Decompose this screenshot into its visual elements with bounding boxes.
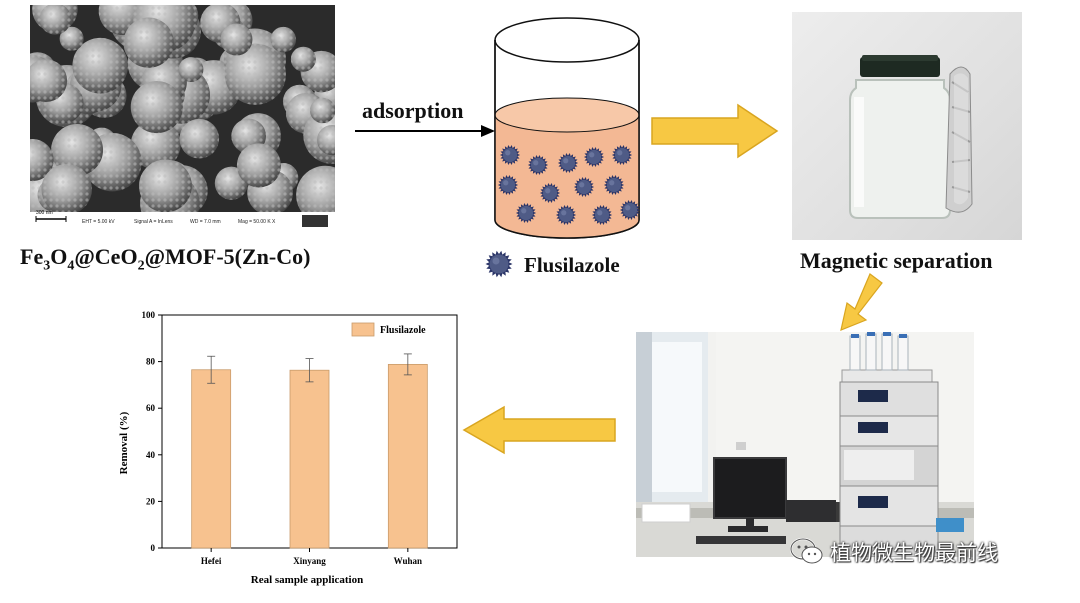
sem-particle xyxy=(130,80,183,134)
sem-particle xyxy=(179,118,220,159)
flusilazole-particle xyxy=(485,250,513,278)
arrow-right-to-separation xyxy=(651,103,779,159)
flusilazole-particle xyxy=(619,200,641,220)
flusilazole-legend-label: Flusilazole xyxy=(524,253,620,277)
sem-particle xyxy=(51,123,104,176)
sem-logo xyxy=(302,215,328,227)
beaker xyxy=(494,17,641,239)
sem-particle xyxy=(236,143,281,188)
chart-legend-label: Flusilazole xyxy=(380,325,426,336)
chart-x-axis-label: Real sample application xyxy=(251,574,363,586)
sem-image: 300 nm EHT = 5.00 kV Signal A = InLens W… xyxy=(30,5,335,235)
flusilazole-particle xyxy=(539,183,561,203)
sem-particle xyxy=(138,159,192,213)
flusilazole-legend-particle xyxy=(485,250,513,278)
watermark-text: 植物微生物最前线 xyxy=(830,541,998,565)
sem-particle xyxy=(130,119,181,170)
sem-particle xyxy=(178,57,204,82)
sem-particle xyxy=(30,59,68,102)
sem-particle xyxy=(309,97,335,124)
sem-particle xyxy=(39,5,72,35)
sem-info-mag: Mag = 50.00 K X xyxy=(238,219,276,225)
sem-particle xyxy=(290,46,316,72)
flusilazole-particle xyxy=(557,153,579,173)
flusilazole-particle xyxy=(603,175,625,195)
hplc-instrument-photo xyxy=(636,332,974,557)
arrow-down-to-hplc xyxy=(840,273,883,331)
chart-y-tick-label: 0 xyxy=(151,543,156,553)
flusilazole-particle xyxy=(497,175,519,195)
sem-particle xyxy=(59,26,84,51)
sem-particle xyxy=(41,164,92,215)
chart-y-tick-label: 60 xyxy=(146,403,156,413)
arrow-left-to-chart xyxy=(462,405,616,455)
flusilazole-particle xyxy=(573,177,595,197)
chart-bar xyxy=(387,363,428,549)
sem-particle xyxy=(270,26,297,53)
chart-x-tick-label: Xinyang xyxy=(293,556,326,566)
chart-legend: Flusilazole xyxy=(351,322,426,337)
sem-particle xyxy=(72,37,129,94)
flusilazole-particle xyxy=(611,145,633,165)
magnetic-separation-photo xyxy=(792,12,1022,240)
chart-y-axis-label: Removal (%) xyxy=(118,411,130,474)
flusilazole-particle xyxy=(515,203,537,223)
sem-caption: Fe3O4@CeO2@MOF-5(Zn-Co) xyxy=(20,244,311,274)
sem-particle xyxy=(123,17,174,68)
sem-scalebar-label: 300 nm xyxy=(36,210,53,216)
chart-y-tick-label: 100 xyxy=(142,310,156,320)
chart-y-tick-label: 80 xyxy=(146,357,156,367)
chart-y-tick-label: 20 xyxy=(146,496,156,506)
wechat-icon xyxy=(790,537,823,564)
adsorption-label: adsorption xyxy=(362,98,464,123)
chart-bar xyxy=(191,369,232,549)
sem-particle xyxy=(30,139,54,182)
flusilazole-particle xyxy=(583,147,605,167)
sem-particle xyxy=(296,165,335,225)
chart-y-tick-label: 40 xyxy=(146,450,156,460)
flusilazole-particle xyxy=(499,145,521,165)
chart-x-tick-label: Wuhan xyxy=(394,556,422,566)
chart-bar xyxy=(289,369,330,549)
sem-info-eht: EHT = 5.00 kV xyxy=(82,219,115,225)
watermark: 植物微生物最前线 xyxy=(790,534,998,570)
sem-info-signal: Signal A = InLens xyxy=(134,219,173,225)
flusilazole-particle xyxy=(555,205,577,225)
sem-info-wd: WD = 7.0 mm xyxy=(190,219,221,225)
flusilazole-particle xyxy=(527,155,549,175)
sem-particle xyxy=(224,43,286,105)
chart-x-tick-label: Hefei xyxy=(201,556,222,566)
adsorption-arrow xyxy=(355,125,495,137)
sem-particle xyxy=(220,23,253,56)
separation-caption: Magnetic separation xyxy=(800,248,993,273)
sem-particle xyxy=(317,124,335,156)
chart-legend-swatch xyxy=(351,322,375,337)
flusilazole-particle xyxy=(591,205,613,225)
